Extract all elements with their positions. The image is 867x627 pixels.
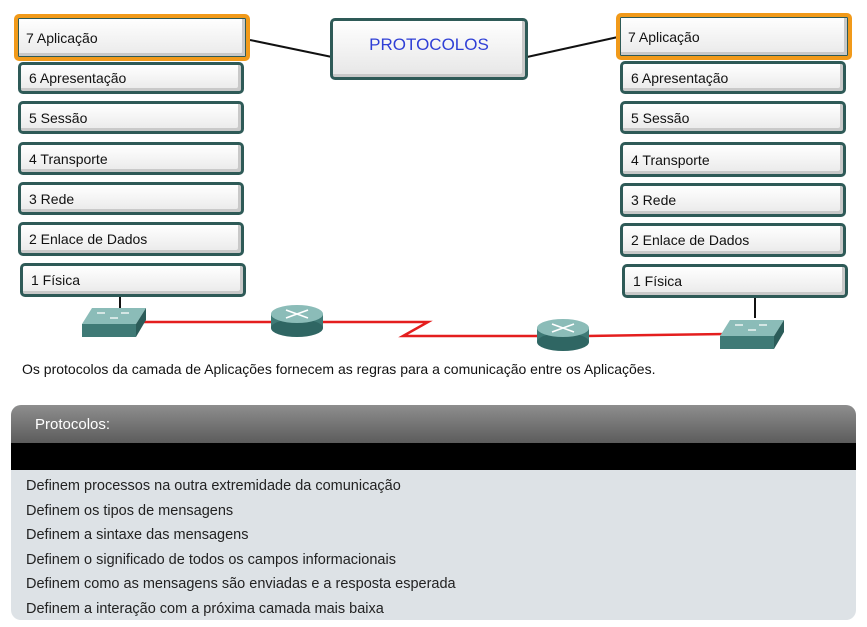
list-item: Definem processos na outra extremidade d… bbox=[26, 478, 401, 494]
protocols-panel: Protocolos: Definem processos na outra e… bbox=[11, 405, 856, 620]
diagram-caption: Os protocolos da camada de Aplicações fo… bbox=[22, 361, 656, 377]
left-layer-3: 3 Rede bbox=[18, 182, 244, 215]
right-layer-6: 6 Apresentação bbox=[620, 61, 846, 94]
left-layer-4: 4 Transporte bbox=[18, 142, 244, 175]
router-icon bbox=[271, 305, 323, 337]
list-item: Definem a interação com a próxima camada… bbox=[26, 600, 384, 617]
link-router-switch-right bbox=[585, 332, 727, 338]
list-item: Definem a sintaxe das mensagens bbox=[26, 527, 249, 543]
right-layer-4: 4 Transporte bbox=[620, 142, 846, 177]
list-item: Definem os tipos de mensagens bbox=[26, 502, 234, 519]
network-diagram bbox=[82, 36, 784, 351]
router-icon bbox=[537, 319, 589, 351]
switch-icon bbox=[82, 308, 146, 337]
serial-link-icon bbox=[322, 320, 540, 338]
left-layer-2: 2 Enlace de Dados bbox=[18, 222, 244, 256]
right-layer-3: 3 Rede bbox=[620, 183, 846, 217]
panel-title: Protocolos: bbox=[11, 405, 856, 443]
connector-right bbox=[526, 36, 619, 58]
right-layer-1: 1 Física bbox=[622, 264, 848, 298]
right-layer-5: 5 Sessão bbox=[620, 101, 846, 134]
protocols-box: PROTOCOLOS bbox=[330, 18, 528, 80]
list-item: Definem o significado de todos os campos… bbox=[26, 551, 396, 568]
right-layer-2: 2 Enlace de Dados bbox=[620, 223, 846, 257]
left-layer-5: 5 Sessão bbox=[18, 101, 244, 134]
switch-icon bbox=[720, 320, 784, 349]
panel-divider-bar bbox=[11, 443, 856, 470]
right-layer-7: 7 Aplicação bbox=[616, 13, 852, 60]
protocols-list: Definem processos na outra extremidade d… bbox=[11, 470, 856, 620]
left-layer-1: 1 Física bbox=[20, 263, 246, 297]
left-layer-7: 7 Aplicação bbox=[14, 14, 250, 61]
connector-left bbox=[249, 39, 333, 58]
list-item: Definem como as mensagens são enviadas e… bbox=[26, 576, 456, 592]
left-layer-6: 6 Apresentação bbox=[18, 62, 244, 94]
